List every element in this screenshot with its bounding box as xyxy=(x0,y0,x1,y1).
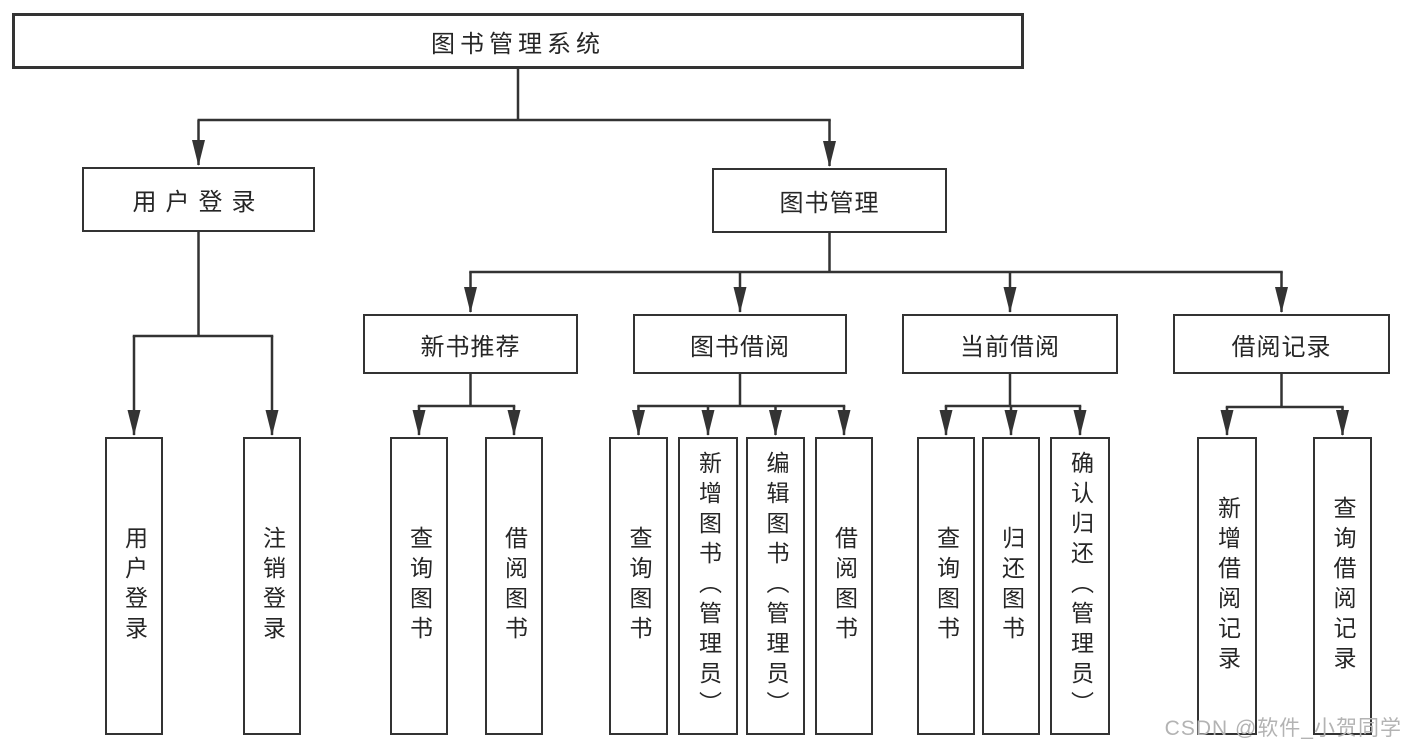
leaf-user-login: 用户登录 xyxy=(105,437,163,735)
node-label: 当前借阅 xyxy=(960,333,1060,361)
node-label: 图书管理 xyxy=(779,190,880,217)
leaf-label: 确认归还（管理员） xyxy=(1067,451,1094,721)
node-new-book-recommendation: 新书推荐 xyxy=(363,314,578,374)
leaf-label: 查询图书 xyxy=(626,526,652,646)
leaf-label: 借阅图书 xyxy=(831,526,858,646)
node-book-borrowing: 图书借阅 xyxy=(633,314,847,374)
csdn-watermark: CSDN @软件_小贺同学 xyxy=(1164,717,1402,740)
node-library-management-system: 图书管理系统 xyxy=(12,13,1024,69)
node-borrowing-records: 借阅记录 xyxy=(1173,314,1390,374)
leaf-query-books-current: 查询图书 xyxy=(917,437,975,735)
leaf-return-books: 归还图书 xyxy=(982,437,1040,735)
leaf-add-books-admin: 新增图书（管理员） xyxy=(678,437,738,735)
leaf-add-borrow-record: 新增借阅记录 xyxy=(1197,437,1257,735)
leaf-borrow-books: 借阅图书 xyxy=(815,437,873,735)
leaf-label: 编辑图书（管理员） xyxy=(763,451,789,721)
node-label: 新书推荐 xyxy=(420,333,521,361)
leaf-label: 查询借阅记录 xyxy=(1330,496,1356,676)
node-current-borrowing: 当前借阅 xyxy=(902,314,1118,374)
node-label: 图书借阅 xyxy=(690,333,790,361)
node-label: 用户登录 xyxy=(132,189,265,216)
leaf-label: 归还图书 xyxy=(998,526,1025,646)
leaf-label: 注销登录 xyxy=(259,526,286,646)
leaf-query-books-recommend: 查询图书 xyxy=(390,437,448,735)
leaf-label: 查询图书 xyxy=(406,526,433,646)
leaf-borrow-books-recommend: 借阅图书 xyxy=(485,437,543,735)
leaf-edit-books-admin: 编辑图书（管理员） xyxy=(746,437,805,735)
leaf-label: 借阅图书 xyxy=(501,526,528,646)
leaf-logout: 注销登录 xyxy=(243,437,301,735)
leaf-label: 新增图书（管理员） xyxy=(695,451,722,721)
leaf-confirm-return-admin: 确认归还（管理员） xyxy=(1050,437,1110,735)
node-label: 借阅记录 xyxy=(1231,333,1332,361)
node-book-management: 图书管理 xyxy=(712,168,947,233)
leaf-label: 查询图书 xyxy=(933,526,960,646)
node-user-login: 用户登录 xyxy=(82,167,315,232)
leaf-label: 用户登录 xyxy=(121,526,148,646)
node-label: 图书管理系统 xyxy=(431,30,605,58)
leaf-query-borrow-record: 查询借阅记录 xyxy=(1313,437,1372,735)
leaf-label: 新增借阅记录 xyxy=(1214,496,1241,676)
leaf-query-books-borrowing: 查询图书 xyxy=(609,437,668,735)
